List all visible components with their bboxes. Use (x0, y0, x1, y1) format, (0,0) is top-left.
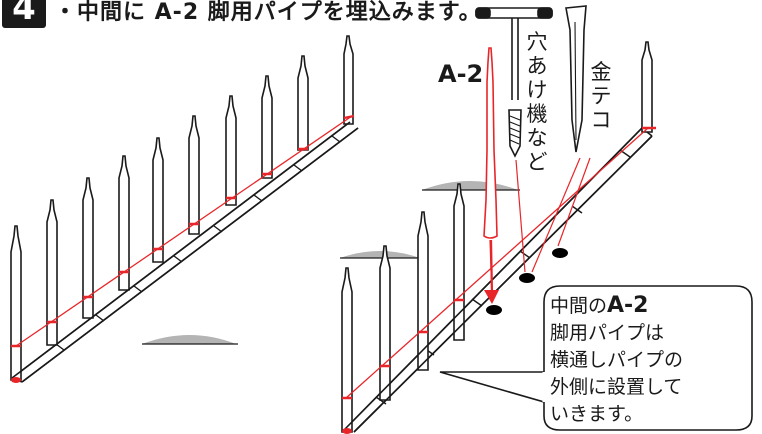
left-post-2 (46, 199, 58, 346)
label-drill: 穴 あ け 機 な ど (526, 30, 548, 174)
right-post-2 (379, 245, 391, 401)
step-number-badge: 4 (2, 0, 46, 28)
stake-tool (565, 5, 587, 153)
left-post-4 (118, 155, 130, 291)
label-stake: 金 テ コ (590, 60, 612, 132)
left-pipe-front (11, 121, 359, 383)
red-guide-lines (489, 157, 591, 303)
right-red-ties (342, 126, 656, 400)
left-post-8 (261, 75, 273, 179)
left-post-10 (343, 35, 354, 125)
left-post-7 (225, 95, 237, 206)
left-post-6 (188, 115, 200, 235)
insert-arrow (484, 239, 499, 304)
callout-code: A-2 (607, 293, 649, 318)
callout-bubble-shape (439, 285, 753, 431)
drill-tool (475, 7, 553, 158)
right-post-end (641, 41, 653, 133)
drill-auger (508, 109, 522, 158)
step-heading: ・中間に A-2 脚用パイプを埋込みます。 (54, 0, 482, 25)
left-post-9 (297, 55, 309, 151)
left-pipe-joints (55, 135, 341, 351)
hole-markers (486, 248, 568, 315)
right-ground-mound-upper (422, 181, 520, 191)
left-red-string (15, 115, 353, 347)
left-ground-mound (142, 335, 238, 345)
label-a2: A-2 (438, 60, 484, 88)
right-post-1 (341, 267, 353, 433)
left-post-3 (82, 177, 94, 319)
left-red-ties (11, 114, 355, 348)
right-fence (340, 41, 656, 434)
right-post-base-mark (342, 428, 352, 434)
hole-marker-2 (519, 273, 535, 283)
right-posts (341, 41, 653, 433)
hole-marker-1 (486, 305, 502, 315)
right-ground-mound-lower (340, 251, 422, 259)
hole-marker-3 (552, 248, 568, 258)
left-post-1 (10, 225, 22, 381)
callout-text: 中間のA-2 脚用パイプは 横通しパイプの 外側に設置して いきます。 (550, 293, 684, 425)
right-red-string (345, 127, 649, 399)
a2-pipe (483, 47, 498, 239)
left-post-5 (152, 137, 164, 263)
left-post-base-mark (11, 377, 21, 383)
left-posts (10, 35, 354, 381)
